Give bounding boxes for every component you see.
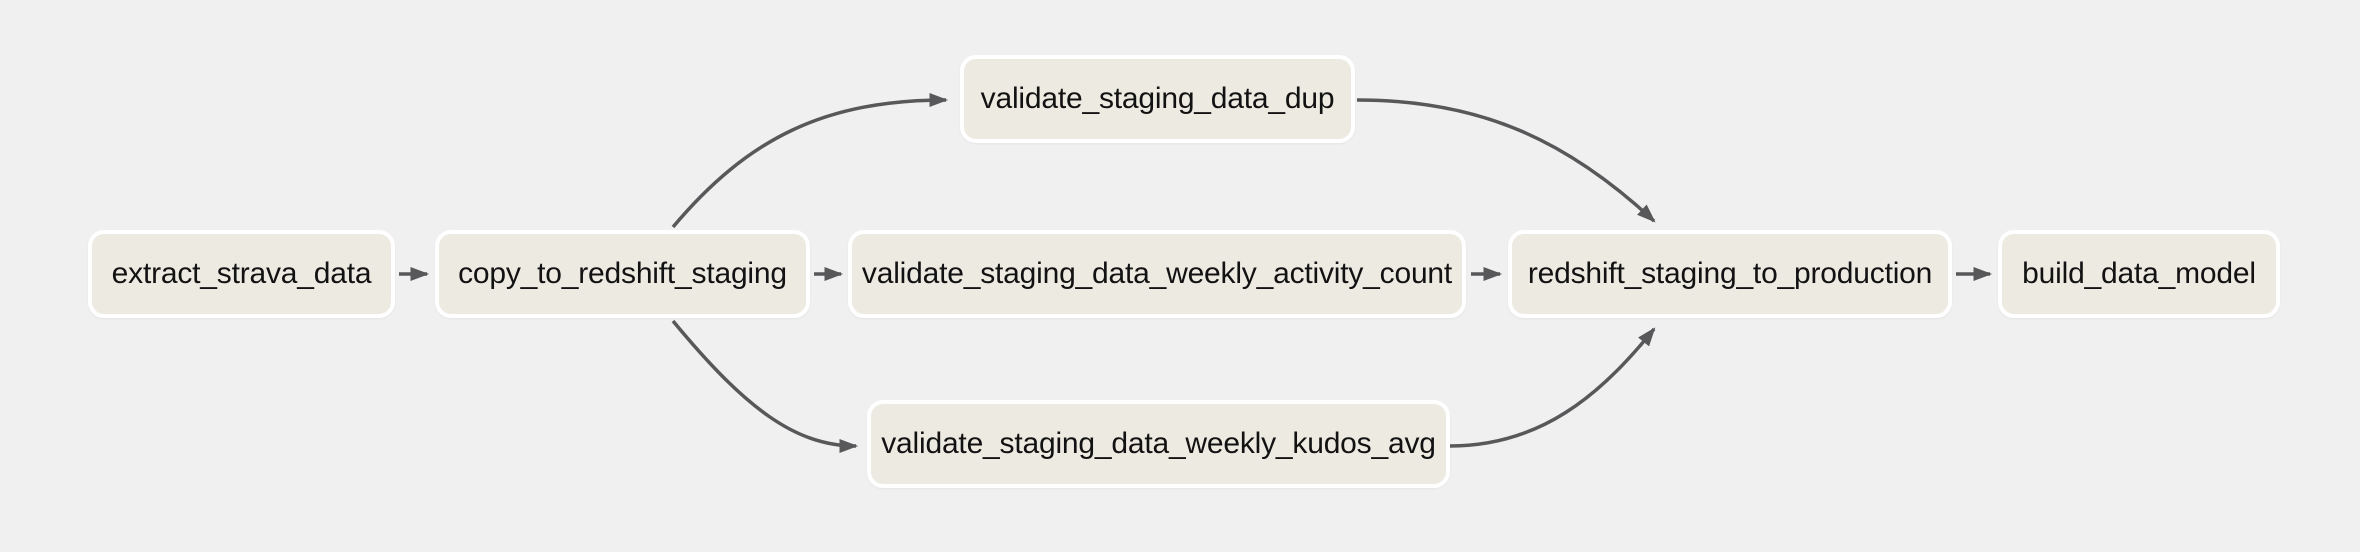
- task-node-label: build_data_model: [2022, 257, 2256, 290]
- task-node-validate-staging-data-weekly-activity-count[interactable]: validate_staging_data_weekly_activity_co…: [848, 230, 1466, 318]
- task-node-label: validate_staging_data_weekly_activity_co…: [861, 257, 1453, 290]
- task-node-label: copy_to_redshift_staging: [458, 257, 787, 290]
- task-node-label: validate_staging_data_dup: [980, 82, 1335, 115]
- task-node-copy-to-redshift-staging[interactable]: copy_to_redshift_staging: [435, 230, 810, 318]
- task-node-validate-staging-data-dup[interactable]: validate_staging_data_dup: [960, 55, 1355, 143]
- task-node-validate-staging-data-weekly-kudos-avg[interactable]: validate_staging_data_weekly_kudos_avg: [867, 400, 1450, 488]
- edge-validate-staging-data-weekly-kudos-avg-to-redshift-staging-to-production: [1449, 327, 1656, 448]
- task-node-label: redshift_staging_to_production: [1527, 257, 1933, 290]
- edge-validate-staging-data-dup-to-redshift-staging-to-production: [1356, 98, 1656, 223]
- edge-copy-to-redshift-staging-to-validate-staging-data-dup: [671, 92, 949, 229]
- task-node-label: extract_strava_data: [111, 257, 372, 290]
- task-node-label: validate_staging_data_weekly_kudos_avg: [881, 427, 1436, 460]
- task-node-extract-strava-data[interactable]: extract_strava_data: [88, 230, 395, 318]
- task-node-redshift-staging-to-production[interactable]: redshift_staging_to_production: [1508, 230, 1952, 318]
- task-node-build-data-model[interactable]: build_data_model: [1998, 230, 2280, 318]
- edge-copy-to-redshift-staging-to-validate-staging-data-weekly-kudos-avg: [671, 319, 859, 454]
